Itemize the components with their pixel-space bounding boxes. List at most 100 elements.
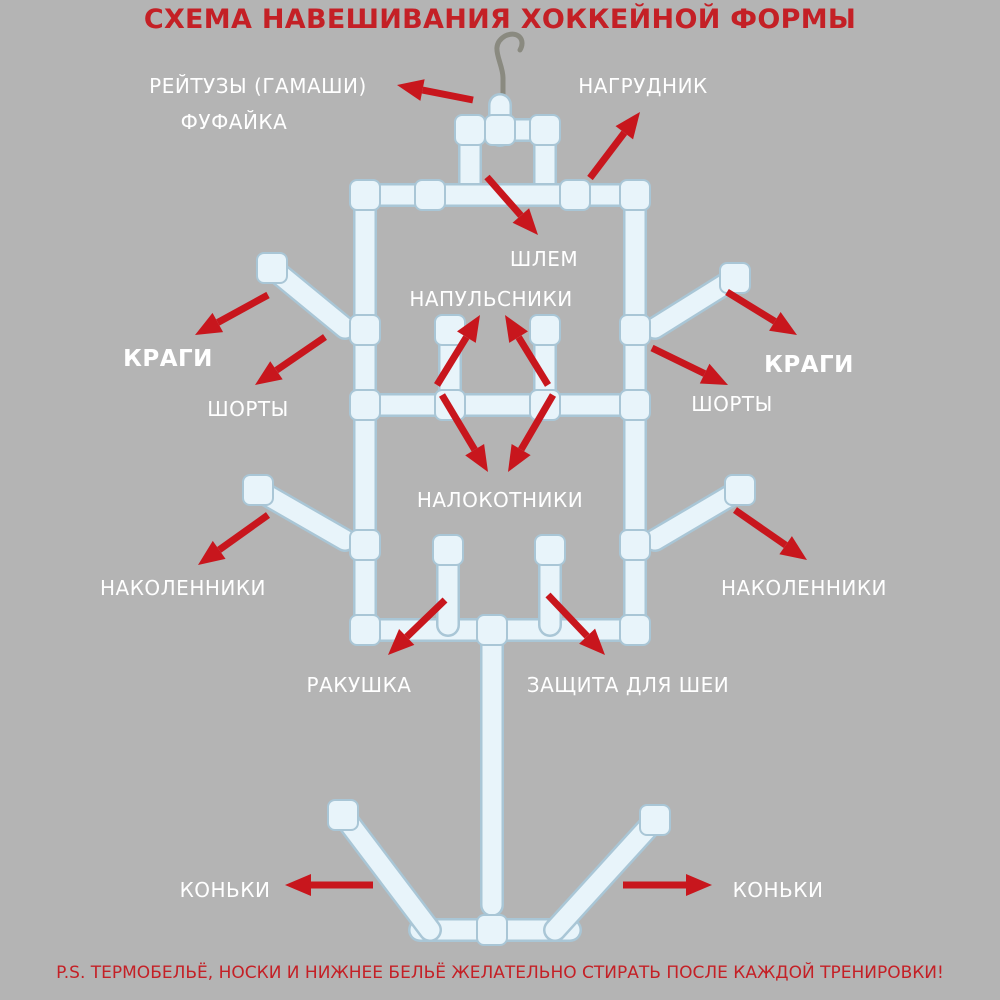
footer-note: P.S. ТЕРМОБЕЛЬЁ, НОСКИ И НИЖНЕЕ БЕЛЬЁ ЖЕ… bbox=[56, 963, 944, 983]
arrow-head bbox=[508, 444, 531, 472]
label-chest-protector: НАГРУДНИК bbox=[578, 74, 708, 98]
pipe-fitting bbox=[529, 114, 561, 146]
label-knee-pads-right: НАКОЛЕННИКИ bbox=[720, 576, 888, 600]
pipe-fitting bbox=[619, 179, 651, 211]
red-arrow-icon bbox=[198, 512, 271, 565]
pipe-fitting bbox=[476, 614, 508, 646]
arrow-head bbox=[388, 629, 415, 655]
label-jersey: ФУФАЙКА bbox=[180, 110, 288, 134]
arrow-head bbox=[779, 536, 807, 560]
pipe-segment bbox=[333, 805, 440, 940]
pipe-fitting bbox=[619, 314, 651, 346]
label-cup: РАКУШКА bbox=[306, 673, 412, 697]
arrow-head bbox=[769, 312, 797, 335]
pipe-fitting bbox=[454, 114, 486, 146]
arrow-head bbox=[457, 315, 480, 343]
red-arrow-icon bbox=[285, 874, 373, 896]
arrow-head bbox=[686, 874, 712, 896]
pipe-fitting bbox=[724, 474, 756, 506]
arrow-shaft bbox=[438, 393, 478, 452]
pipe-fitting bbox=[242, 474, 274, 506]
red-arrow-icon bbox=[505, 315, 551, 387]
pipe-fitting bbox=[639, 804, 671, 836]
red-arrow-icon bbox=[195, 291, 270, 335]
label-shorts-left: ШОРТЫ bbox=[207, 397, 289, 421]
red-arrow-icon bbox=[255, 334, 327, 385]
pipe-fitting bbox=[414, 179, 446, 211]
arrow-shaft bbox=[404, 597, 448, 640]
arrow-shaft bbox=[733, 507, 788, 549]
arrow-head bbox=[198, 540, 226, 565]
pipe-fitting bbox=[327, 799, 359, 831]
arrow-head bbox=[505, 315, 528, 343]
arrow-head bbox=[285, 874, 311, 896]
label-gloves-right: КРАГИ bbox=[764, 352, 854, 378]
pipe-segment bbox=[545, 810, 665, 940]
pipe-fitting bbox=[534, 534, 566, 566]
arrow-shaft bbox=[484, 174, 524, 218]
label-elbow-pads: НАЛОКОТНИКИ bbox=[416, 488, 584, 512]
label-helmet: ШЛЕМ bbox=[509, 247, 579, 271]
pipe-fitting bbox=[349, 614, 381, 646]
hanger-hook-icon bbox=[494, 31, 525, 108]
label-shorts-right: ШОРТЫ bbox=[691, 392, 773, 416]
red-arrow-icon bbox=[434, 315, 480, 387]
red-arrow-icon bbox=[623, 874, 712, 896]
arrow-head bbox=[699, 363, 728, 385]
red-arrow-icon bbox=[545, 592, 605, 655]
arrow-shaft bbox=[545, 592, 590, 639]
label-skates-right: КОНЬКИ bbox=[732, 878, 824, 902]
pipe-fitting bbox=[349, 529, 381, 561]
red-arrow-icon bbox=[650, 344, 728, 385]
red-arrow-icon bbox=[438, 393, 488, 472]
arrow-shaft bbox=[274, 334, 327, 374]
arrow-shaft bbox=[434, 335, 470, 387]
label-knee-pads-left: НАКОЛЕННИКИ bbox=[99, 576, 267, 600]
pipe-fitting bbox=[484, 114, 516, 146]
pipe-fitting bbox=[619, 529, 651, 561]
diagram-title: СХЕМА НАВЕШИВАНИЯ ХОККЕЙНОЙ ФОРМЫ bbox=[143, 4, 857, 35]
pipe-fitting bbox=[476, 914, 508, 946]
label-gloves-left: КРАГИ bbox=[123, 346, 213, 372]
arrow-shaft bbox=[216, 291, 270, 326]
arrow-shaft bbox=[518, 393, 557, 452]
arrow-head bbox=[579, 628, 605, 655]
pipe-fitting bbox=[349, 314, 381, 346]
arrow-shaft bbox=[515, 335, 551, 387]
red-arrow-icon bbox=[587, 112, 640, 181]
label-neck-guard: ЗАЩИТА ДЛЯ ШЕИ bbox=[526, 673, 730, 697]
pipe-fitting bbox=[349, 389, 381, 421]
arrow-shaft bbox=[421, 86, 474, 104]
arrow-shaft bbox=[217, 512, 271, 553]
red-arrow-icon bbox=[388, 597, 448, 655]
label-wrist-guards: НАПУЛЬСНИКИ bbox=[409, 287, 573, 311]
pipe-fitting bbox=[529, 314, 561, 346]
pipe-joints bbox=[242, 114, 756, 946]
label-leggings: РЕЙТУЗЫ (ГАМАШИ) bbox=[149, 74, 367, 98]
pipe-fitting bbox=[719, 262, 751, 294]
arrow-head bbox=[195, 312, 224, 335]
red-arrow-icon bbox=[484, 174, 538, 235]
pipe-fitting bbox=[559, 179, 591, 211]
arrows bbox=[195, 79, 807, 896]
red-arrow-icon bbox=[508, 393, 557, 472]
pipe-fitting bbox=[256, 252, 288, 284]
arrow-head bbox=[512, 208, 538, 235]
arrow-head bbox=[397, 79, 425, 101]
arrow-head bbox=[255, 361, 283, 385]
red-arrow-icon bbox=[725, 289, 797, 335]
pipe-fitting bbox=[619, 389, 651, 421]
arrow-shaft bbox=[587, 130, 628, 181]
pipe-fitting bbox=[619, 614, 651, 646]
pipe-fitting bbox=[432, 534, 464, 566]
pipe-fitting bbox=[349, 179, 381, 211]
label-skates-left: КОНЬКИ bbox=[179, 878, 271, 902]
red-arrow-icon bbox=[733, 507, 807, 560]
red-arrow-icon bbox=[397, 79, 474, 104]
arrow-head bbox=[615, 112, 640, 140]
arrow-shaft bbox=[725, 289, 777, 325]
arrow-head bbox=[465, 444, 488, 472]
arrow-shaft bbox=[650, 344, 707, 377]
